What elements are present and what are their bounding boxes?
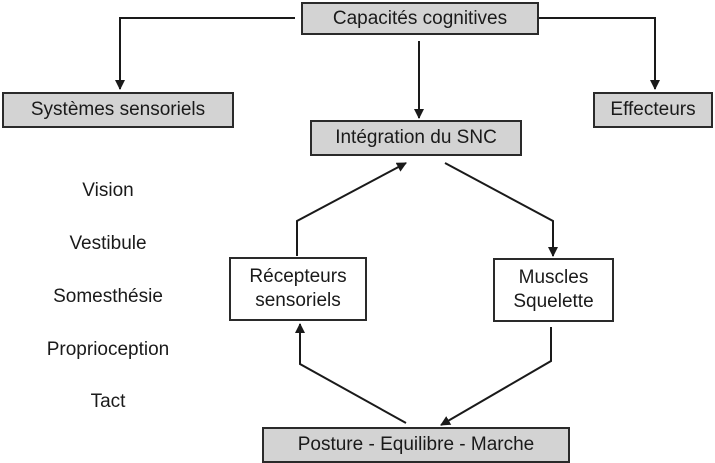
node-label: Intégration du SNC <box>335 127 497 148</box>
node-recepteurs-sensoriels: Récepteurs sensoriels <box>229 257 367 321</box>
node-label: Posture - Equilibre - Marche <box>297 434 535 455</box>
node-systemes-sensoriels: Systèmes sensoriels <box>2 92 234 128</box>
edge-recepteurs-to-integration <box>296 162 407 256</box>
sensory-item-vestibule: Vestibule <box>69 233 147 254</box>
node-label-line2: Squelette <box>513 291 594 312</box>
edge-integration-to-muscles <box>444 162 558 257</box>
edge-posture-to-recepteurs <box>295 323 407 424</box>
sensory-item-tact: Tact <box>90 391 126 412</box>
node-label-line1: Récepteurs <box>249 266 347 287</box>
node-posture-equilibre-marche: Posture - Equilibre - Marche <box>262 427 570 463</box>
node-capacites-cognitives: Capacités cognitives <box>301 2 539 35</box>
node-label-line1: Muscles <box>518 267 589 288</box>
edge-muscles-to-posture <box>440 327 552 426</box>
node-integration-snc: Intégration du SNC <box>310 120 522 156</box>
node-muscles-squelette: Muscles Squelette <box>493 258 614 322</box>
edge-capacites-to-effecteurs <box>538 17 660 90</box>
sensory-item-vision: Vision <box>82 180 134 201</box>
sensory-item-proprioception: Proprioception <box>46 339 170 360</box>
sensory-item-somesthesie: Somesthésie <box>53 286 163 307</box>
edge-capacites-to-systemes <box>115 17 295 90</box>
node-effecteurs: Effecteurs <box>593 92 713 128</box>
node-label: Capacités cognitives <box>332 7 508 29</box>
node-label: Effecteurs <box>610 99 696 120</box>
node-label-line2: sensoriels <box>255 290 341 311</box>
node-label: Systèmes sensoriels <box>30 99 206 120</box>
